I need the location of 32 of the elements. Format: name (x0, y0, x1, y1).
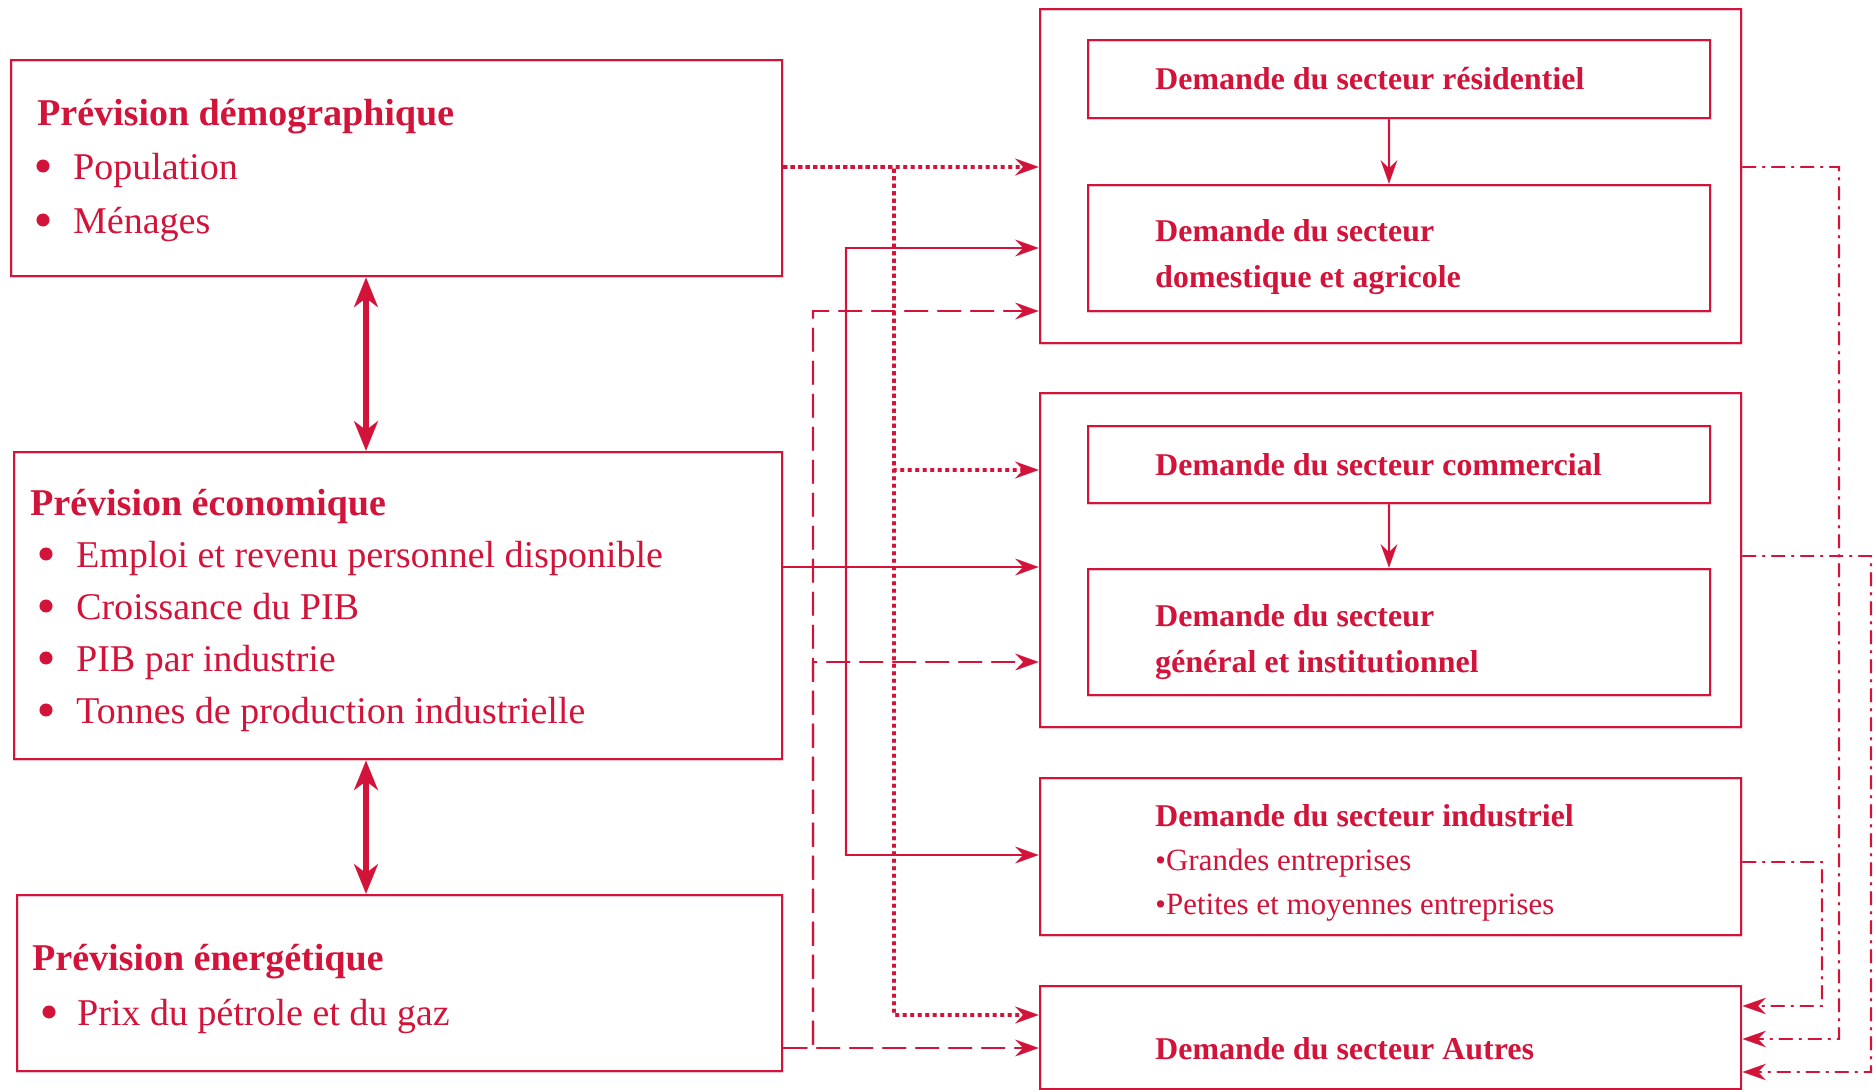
box-label: Demande du secteur domestique et agricole (1155, 218, 1460, 295)
box-label: Demande du secteur Autres (1155, 1036, 1534, 1060)
group-box (1039, 392, 1743, 729)
list-item: PIB par industrie (77, 644, 335, 680)
arrow (1742, 860, 1824, 1015)
demand-box (1039, 777, 1743, 937)
heading: Prévision démographique (37, 98, 454, 134)
box-label: Demande du secteur résidentiel (1155, 66, 1584, 90)
demand-box (1087, 424, 1712, 505)
list-item: Emploi et revenu personnel disponible (77, 540, 662, 576)
demand-box (1039, 985, 1743, 1090)
demand-box (1087, 39, 1712, 120)
list-item: Croissance du PIB (77, 592, 358, 620)
list-item: Population (74, 152, 238, 188)
list-item: •Grandes entreprises (1156, 848, 1411, 877)
list-item: Ménages (74, 206, 209, 242)
box-label: Demande du secteur commercial (1155, 452, 1601, 476)
forecast-box (16, 894, 784, 1073)
heading: Prévision économique (30, 488, 385, 524)
box-label: Demande du secteur général et institutionnel (1155, 603, 1479, 680)
group-box (1039, 8, 1743, 345)
heading: Prévision énergétique (32, 943, 383, 979)
list-item: Prix du pétrole et du gaz (78, 998, 449, 1034)
demand-box (1087, 184, 1712, 313)
arrow (1742, 554, 1873, 1081)
list-item: Tonnes de production industrielle (76, 696, 584, 732)
demand-box (1087, 568, 1712, 697)
list-item: •Petites et moyennes entreprises (1156, 893, 1554, 921)
forecast-box (13, 451, 784, 761)
heading: Demande du secteur industriel (1155, 803, 1574, 827)
forecast-box (10, 59, 784, 278)
arrow (1742, 165, 1841, 1048)
